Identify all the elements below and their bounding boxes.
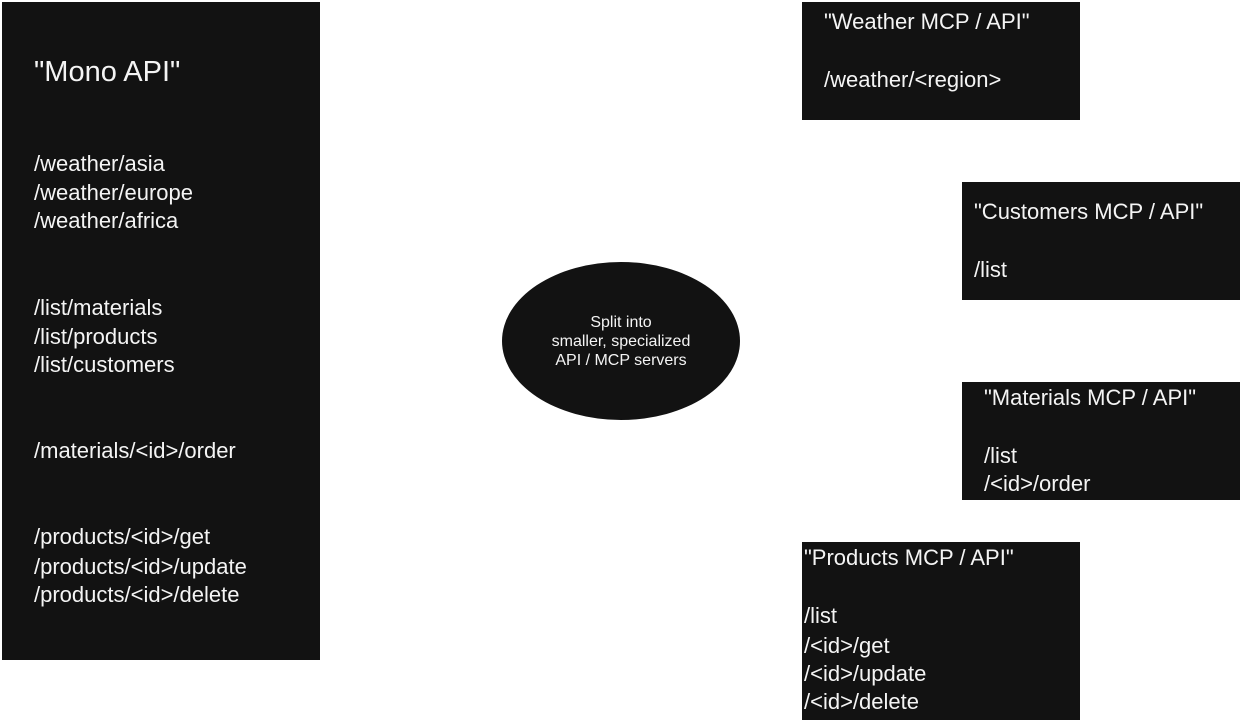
materials-endpoint: /<id>/order [984, 471, 1091, 496]
materials-service-title: "Materials MCP / API" [984, 385, 1197, 410]
products-endpoint: /<id>/delete [804, 689, 919, 714]
customers-service-title: "Customers MCP / API" [974, 199, 1204, 224]
mono-endpoint: /products/<id>/delete [34, 582, 240, 607]
mono-api-box: "Mono API" /weather/asia /weather/europe… [2, 2, 320, 660]
split-note-line: API / MCP servers [555, 351, 687, 369]
mono-api-title: "Mono API" [34, 56, 181, 88]
mono-endpoint: /list/products [34, 324, 158, 349]
materials-service-box: "Materials MCP / API" /list /<id>/order [962, 382, 1240, 500]
mono-endpoint: /materials/<id>/order [34, 438, 236, 463]
weather-service-title: "Weather MCP / API" [824, 9, 1030, 34]
mono-endpoint: /weather/africa [34, 208, 179, 233]
mono-endpoint: /weather/europe [34, 180, 193, 205]
products-endpoint: /list [804, 603, 837, 628]
products-endpoint: /<id>/update [804, 661, 927, 686]
products-service-title: "Products MCP / API" [804, 545, 1014, 570]
products-endpoint: /<id>/get [804, 633, 890, 658]
materials-endpoint: /list [984, 443, 1017, 468]
mono-endpoint: /list/materials [34, 295, 163, 320]
split-note-line: smaller, specialized [551, 332, 691, 350]
products-service-box: "Products MCP / API" /list /<id>/get /<i… [802, 542, 1080, 720]
mono-endpoint: /weather/asia [34, 151, 165, 176]
mono-endpoint: /list/customers [34, 352, 175, 377]
weather-endpoint: /weather/<region> [824, 67, 1002, 92]
customers-endpoint: /list [974, 257, 1007, 282]
weather-service-box: "Weather MCP / API" /weather/<region> [802, 2, 1080, 120]
split-note-line: Split into [590, 313, 652, 331]
mono-endpoint: /products/<id>/update [34, 554, 247, 579]
mono-endpoint: /products/<id>/get [34, 524, 211, 549]
split-note-ellipse: Split into smaller, specialized API / MC… [502, 262, 740, 420]
customers-service-box: "Customers MCP / API" /list [962, 182, 1240, 300]
